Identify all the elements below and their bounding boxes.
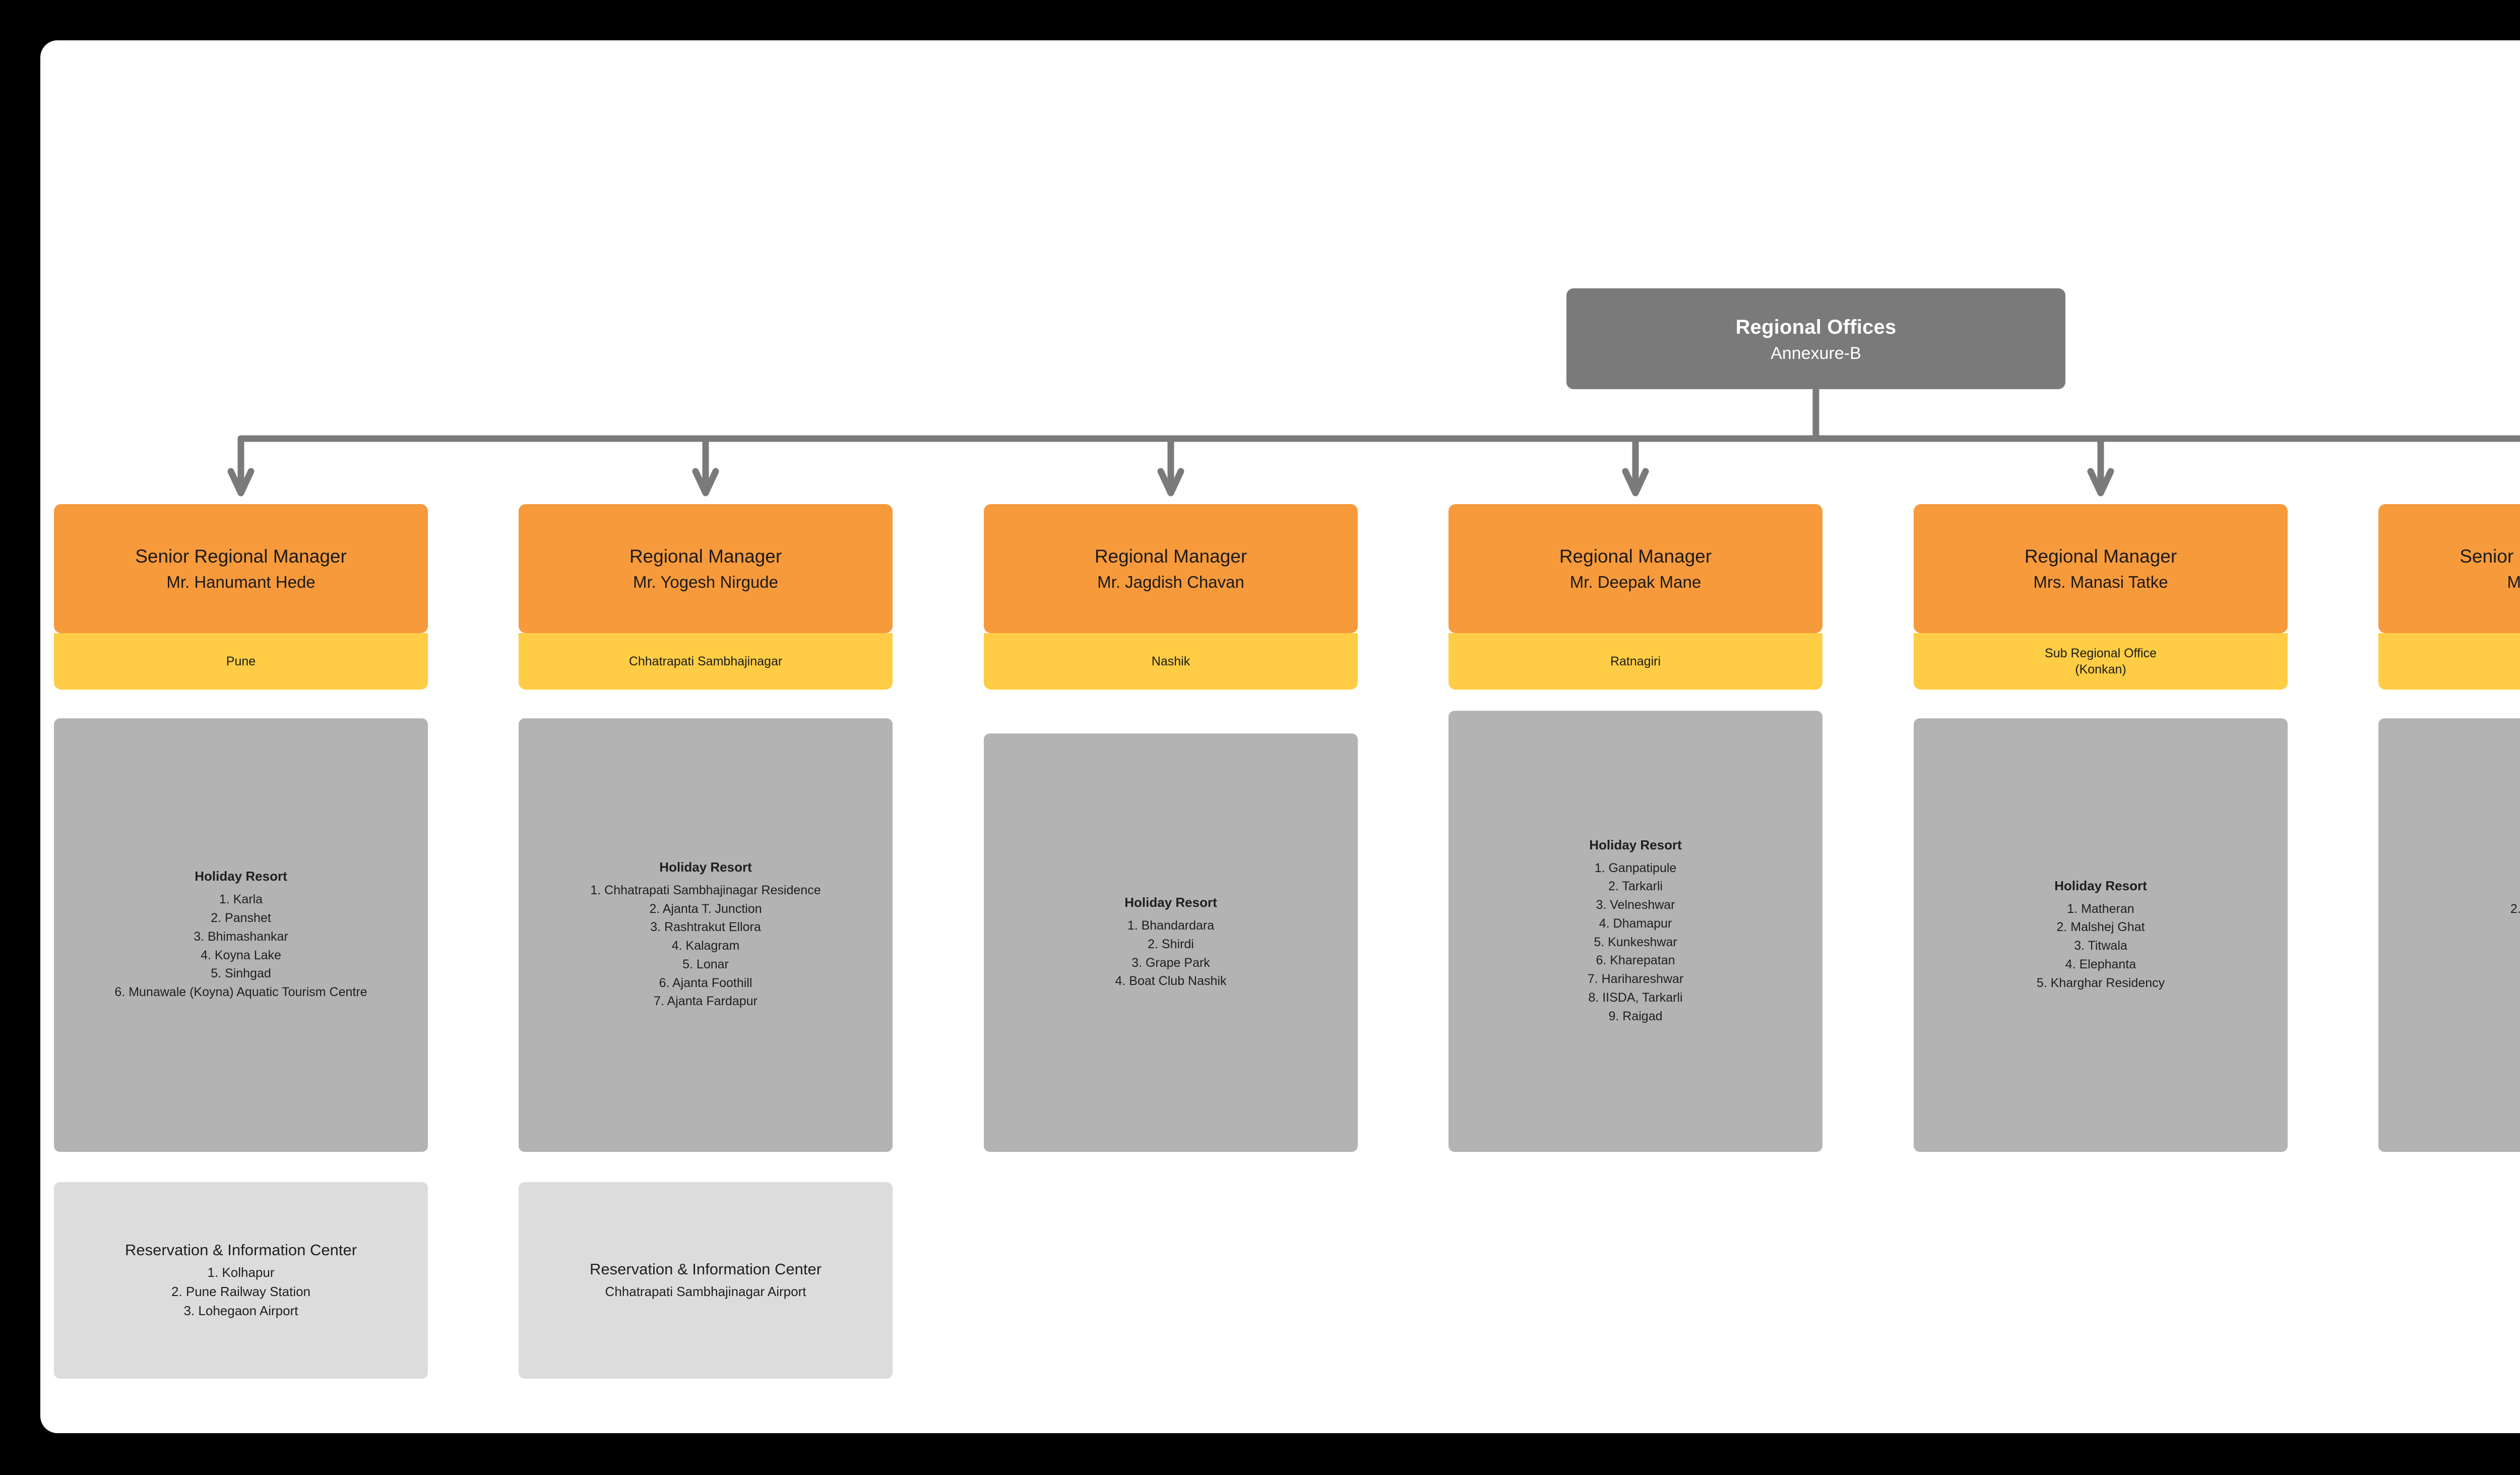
holiday-resort-panel[interactable]: Holiday Resort 1. Matheran 2. Malshej Ghat… [1914,718,2288,1152]
resort-list-item: 5. Kunkeshwar [1594,935,1677,949]
resort-list-item: 6. Kharepatan [1596,953,1675,968]
resort-list-item: 2. Panshet [211,911,271,925]
resort-list-item: 1. Ganpatipule [1594,861,1677,875]
holiday-resort-panel[interactable]: Holiday Resort 1. Chhatrapati Sambhajinag… [519,718,893,1152]
reservation-list-item: 2. Pune Railway Station [171,1283,311,1299]
office-location-band[interactable]: Pune [54,633,428,690]
resort-list-item: 9. Raigad [1608,1009,1663,1023]
resort-list-item: 3. Rashtrakut Ellora [650,920,761,935]
resort-list-item: 1. Matheran [2067,901,2134,916]
resort-list-item: 8. IISDA, Tarkarli [1588,990,1683,1005]
resort-list-item: 4. Koyna Lake [201,948,281,962]
reservation-info-heading: Reservation & Information Center [589,1260,822,1278]
resort-list-item: 3. Bhimashankar [194,929,288,944]
resort-list-item: 2. Ajanta T. Junction [649,901,762,916]
resort-list-item: 5. Lonar [682,957,729,971]
resort-list-item: 2. Tarkarli [1608,879,1663,894]
resort-list-item: 3. Grape Park [1131,955,1210,970]
resort-list-item: 4. Kalagram [671,939,740,953]
manager-name: Mr. Dinesh Patil [2507,572,2520,591]
holiday-resort-panel[interactable]: Holiday Resort 1. Ganpatipule 2. Tarkarli 3… [1448,711,1822,1152]
root-title: Regional Offices [1735,316,1897,338]
resort-list-item: 6. Ajanta Foothill [659,975,752,990]
resort-list-item: 1. Karla [219,892,263,907]
holiday-resort-heading: Holiday Resort [1589,837,1682,852]
resort-list-item: 4. Boat Club Nashik [1115,974,1227,989]
holiday-resort-panel[interactable]: Holiday Resort 1. Bhandardara 2. Shirdi 3. … [984,733,1358,1152]
resort-list-item: 5. Kharghar Residency [2036,975,2165,990]
resort-list-item: 4. Dhamapur [1599,916,1672,931]
office-location-line: Pune [226,654,256,668]
office-location-line: Ratnagiri [1610,654,1661,668]
office-location-line: Nashik [1151,654,1190,668]
manager-name: Mrs. Manasi Tatke [2033,572,2168,591]
holiday-resort-heading: Holiday Resort [1124,895,1217,910]
manager-role: Regional Manager [2024,545,2177,567]
chart-canvas: Regional Offices Annexure-B Senior Regio… [40,40,2520,1433]
office-location-band[interactable]: Sub Regional Office (Konkan) [1914,633,2288,690]
root-node: Regional Offices Annexure-B [1566,288,2065,389]
manager-name: Mr. Deepak Mane [1569,572,1702,591]
resort-list-item: 3. Titwala [2074,939,2127,953]
holiday-resort-panel[interactable]: Holiday Resort 1. Karla 2. Panshet 3. Bhima… [54,718,428,1152]
manager-role: Regional Manager [1094,545,1247,567]
resort-list-item: 4. Elephanta [2065,957,2136,971]
holiday-resort-heading: Holiday Resort [659,859,752,875]
reservation-info-heading: Reservation & Information Center [124,1241,357,1259]
holiday-resort-heading: Holiday Resort [195,869,287,884]
resort-list-item: 5. Sinhgad [211,966,271,981]
resort-list-item: 3. Velneshwar [1596,898,1675,912]
office-location-line: (Konkan) [2075,662,2126,677]
holiday-resort-heading: Holiday Resort [2519,859,2520,875]
office-location-line: Sub Regional Office [2045,646,2157,660]
resort-list-item: 2. Navegaon bandh [2510,901,2520,916]
manager-role: Regional Manager [1559,545,1712,567]
reservation-info-panel[interactable]: Reservation & Information Center 1. Kolha… [54,1182,428,1379]
manager-name: Mr. Jagdish Chavan [1097,572,1244,591]
root-subtitle: Annexure-B [1771,343,1861,363]
resort-list-item: 7. Harihareshwar [1587,972,1684,987]
reservation-list-item: 3. Lohegaon Airport [183,1303,298,1318]
manager-name: Mr. Yogesh Nirgude [633,572,779,591]
reservation-list-item: Chhatrapati Sambhajinagar Airport [605,1283,806,1299]
office-location-band[interactable]: Chhatrapati Sambhajinagar [519,633,893,690]
office-location-band[interactable]: Nashik [984,633,1358,690]
manager-role: Senior Regional Manager [135,545,347,567]
resort-list-item: 2. Shirdi [1148,937,1194,951]
office-location-band[interactable]: Ratnagiri [1448,633,1822,690]
resort-list-item: 7. Ajanta Fardapur [654,994,758,1009]
office-location-band[interactable]: Nagpur [2378,633,2520,690]
resort-list-item: 6. Munawale (Koyna) Aquatic Tourism Cent… [114,985,367,999]
holiday-resort-heading: Holiday Resort [2054,878,2147,893]
resort-list-item: 1. Chhatrapati Sambhajinagar Residence [590,883,821,897]
resort-list-item: 2. Malshej Ghat [2056,920,2145,935]
reservation-list-item: 1. Kolhapur [207,1264,275,1280]
manager-role: Senior Regional Manager [2460,545,2520,567]
manager-name: Mr. Hanumant Hede [166,572,316,591]
resort-list-item: 1. Bhandardara [1127,918,1215,933]
manager-role: Regional Manager [629,545,782,567]
office-location-line: Chhatrapati Sambhajinagar [628,654,783,668]
